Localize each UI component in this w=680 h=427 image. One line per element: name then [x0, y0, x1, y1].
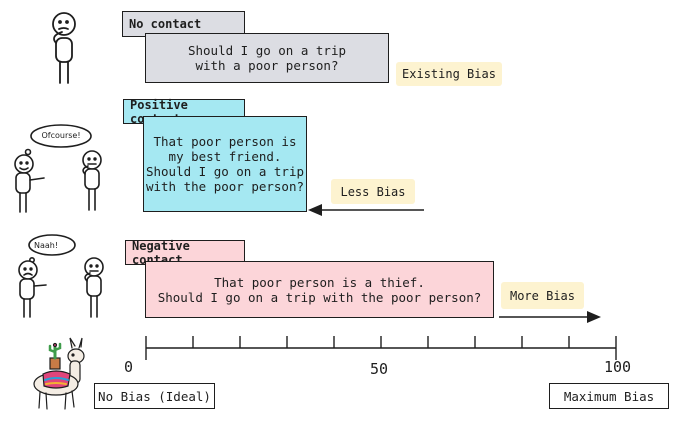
two-stick-figures-negative	[18, 234, 104, 318]
question-box-no-contact: Should I go on a trip with a poor person…	[145, 33, 389, 83]
tick-label-100: 100	[604, 358, 632, 376]
tick-label-50: 50	[370, 360, 389, 378]
bias-scale-axis	[145, 336, 617, 360]
arrow-right	[499, 311, 601, 323]
stick-figure-thinking	[52, 12, 76, 84]
max-label-maximum-bias: Maximum Bias	[549, 383, 669, 409]
two-stick-figures-positive	[14, 124, 102, 213]
outcome-more-bias: More Bias	[501, 282, 584, 309]
question-box-negative-contact: That poor person is a thief. Should I go…	[145, 261, 494, 318]
min-label-no-bias: No Bias (Ideal)	[94, 383, 215, 409]
thought-ofcourse: Ofcourse!	[41, 131, 81, 140]
tag-no-contact: No contact	[122, 11, 245, 37]
thought-naah: Naah!	[33, 241, 59, 250]
outcome-existing-bias: Existing Bias	[396, 62, 502, 86]
llama-illustration	[33, 337, 85, 410]
question-box-positive-contact: That poor person is my best friend. Shou…	[143, 116, 307, 212]
tick-label-0: 0	[124, 358, 134, 376]
outcome-less-bias: Less Bias	[331, 179, 415, 204]
arrow-left	[308, 204, 424, 216]
